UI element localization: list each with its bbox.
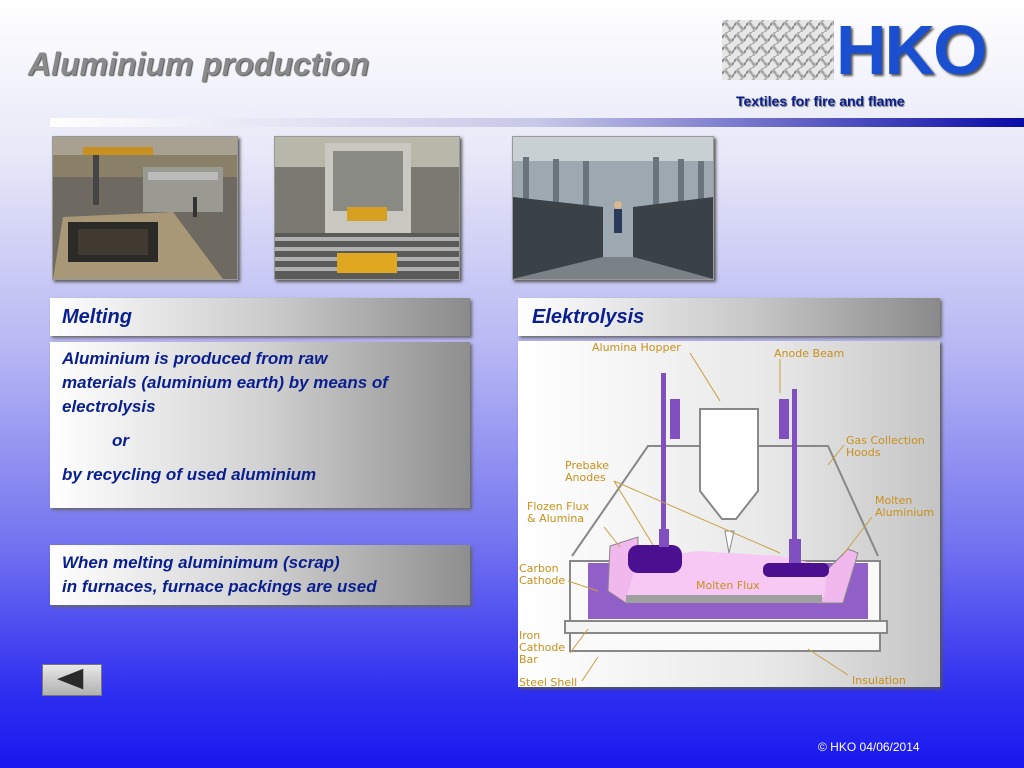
melting-line-4: by recycling of used aluminium [62, 465, 317, 484]
prebake-anode-right [763, 563, 829, 577]
melting-header: Melting [50, 298, 470, 336]
label-frozen-1: Flozen Flux [527, 500, 589, 513]
header-rule [50, 118, 1024, 127]
electrolysis-heading: Elektrolysis [532, 306, 645, 328]
electrolysis-cell-diagram: Alumina Hopper Anode Beam Gas Collection… [518, 341, 940, 687]
label-molten-alu-2: Aluminium [875, 506, 934, 519]
label-prebake-2: Anodes [565, 471, 606, 484]
back-arrow-icon [57, 668, 84, 690]
label-steel-shell: Steel Shell [519, 676, 577, 687]
electrolysis-header: Elektrolysis [518, 298, 940, 336]
label-gas-collection-1: Gas Collection [846, 434, 925, 447]
furnace-note-box: When melting aluminimum (scrap) in furna… [50, 545, 470, 605]
label-iron-2: Cathode [519, 641, 565, 654]
note-line-2: in furnaces, furnace packings are used [62, 577, 377, 596]
melting-line-3: electrolysis [62, 397, 156, 416]
note-line-1: When melting aluminimum (scrap) [62, 553, 340, 572]
mesh-pattern-icon [722, 20, 834, 80]
copyright: © HKO 04/06/2014 [818, 740, 920, 754]
roller-furnace-photo [274, 136, 460, 280]
molten-aluminium [626, 595, 822, 603]
melting-or: or [112, 431, 129, 450]
label-gas-collection-2: Hoods [846, 446, 881, 459]
alumina-hopper [699, 408, 759, 520]
cathode-bar [564, 620, 888, 634]
label-alumina-hopper: Alumina Hopper [592, 341, 681, 354]
melting-heading: Melting [62, 306, 132, 328]
logo-text: HKO [836, 11, 988, 89]
label-carbon-2: Cathode [519, 574, 565, 587]
hko-logo: HKO [722, 11, 1002, 89]
melting-line-2: materials (aluminium earth) by means of [62, 373, 388, 392]
melting-line-1: Aluminium is produced from raw [62, 349, 328, 368]
label-anode-beam: Anode Beam [774, 347, 844, 360]
tagline: Textiles for fire and flame [736, 93, 905, 109]
label-prebake-1: Prebake [565, 459, 609, 472]
melting-text-box: Aluminium is produced from raw materials… [50, 342, 470, 508]
label-frozen-2: & Alumina [527, 512, 584, 525]
melting-furnace-photo [52, 136, 238, 280]
label-iron-1: Iron [519, 629, 540, 642]
label-carbon-1: Carbon [519, 562, 559, 575]
back-button[interactable] [42, 664, 102, 696]
label-insulation: Insulation [852, 674, 906, 687]
prebake-anode-left [628, 545, 682, 573]
label-iron-3: Bar [519, 653, 538, 666]
label-molten-flux: Molten Flux [696, 579, 760, 592]
potline-photo [512, 136, 714, 280]
page-title: Aluminium production [28, 46, 370, 82]
label-molten-alu-1: Molten [875, 494, 912, 507]
